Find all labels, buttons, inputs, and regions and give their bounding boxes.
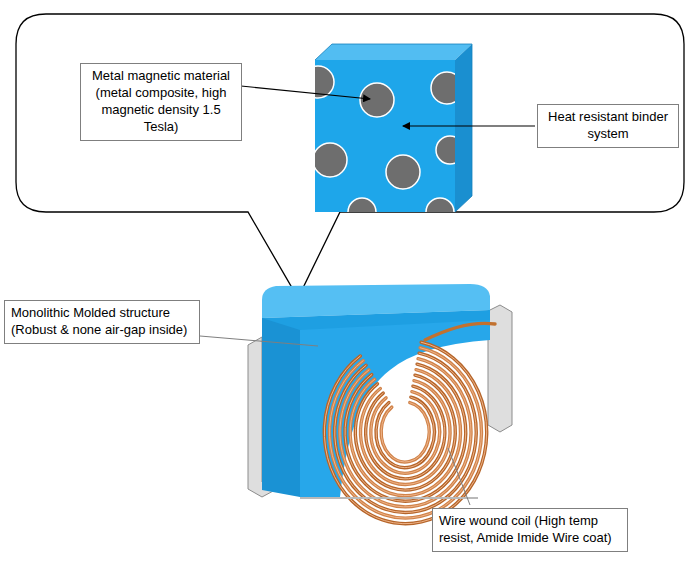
- coil-winding: [340, 359, 471, 507]
- coil-winding: [345, 364, 466, 501]
- wire-coil: [324, 323, 495, 523]
- coil-winding: [335, 353, 477, 512]
- molded-body: [262, 284, 490, 497]
- coil-highlight: [350, 370, 460, 496]
- coil-highlight: [360, 381, 450, 485]
- coil-winding: [381, 403, 429, 462]
- label-text: Metal magnetic material (metal composite…: [87, 68, 235, 136]
- binder-label-box: Heat resistant binder system: [537, 104, 679, 148]
- material-label-box: Metal magnetic material (metal composite…: [80, 63, 242, 141]
- coil-highlight: [340, 359, 471, 507]
- coil-lead: [425, 323, 495, 340]
- coil-winding: [324, 342, 486, 523]
- label-text: Wire wound coil (High temp resist, Amide…: [439, 513, 621, 547]
- base-edge: [300, 497, 478, 499]
- coil-winding: [355, 375, 455, 490]
- coil-highlight: [329, 348, 481, 518]
- coil-winding: [360, 381, 450, 485]
- material-cube: [302, 44, 472, 226]
- coil-highlight: [381, 403, 429, 462]
- coil-winding: [366, 386, 445, 479]
- coil-label-box: Wire wound coil (High temp resist, Amide…: [432, 508, 628, 552]
- coil-highlight: [324, 342, 486, 523]
- coil-winding: [329, 348, 481, 518]
- coil-winding: [371, 392, 440, 474]
- label-text: Heat resistant binder system: [544, 109, 672, 143]
- coil-highlight: [345, 364, 466, 501]
- coil-highlight: [366, 386, 445, 479]
- label-text: Monolithic Molded structure (Robust & no…: [11, 305, 193, 339]
- coil-highlight: [335, 353, 477, 512]
- coil-highlight: [355, 375, 455, 490]
- leader-arrow: [241, 86, 370, 99]
- speech-bubble: [16, 14, 684, 298]
- leader-arrow: [403, 125, 535, 126]
- coil-highlight: [371, 392, 440, 474]
- structure-label-box: Monolithic Molded structure (Robust & no…: [4, 300, 200, 344]
- coil-winding: [376, 397, 434, 468]
- leader-line: [448, 448, 470, 505]
- leader-line: [200, 336, 318, 346]
- coil-winding: [350, 370, 460, 496]
- coil-highlight: [376, 397, 434, 468]
